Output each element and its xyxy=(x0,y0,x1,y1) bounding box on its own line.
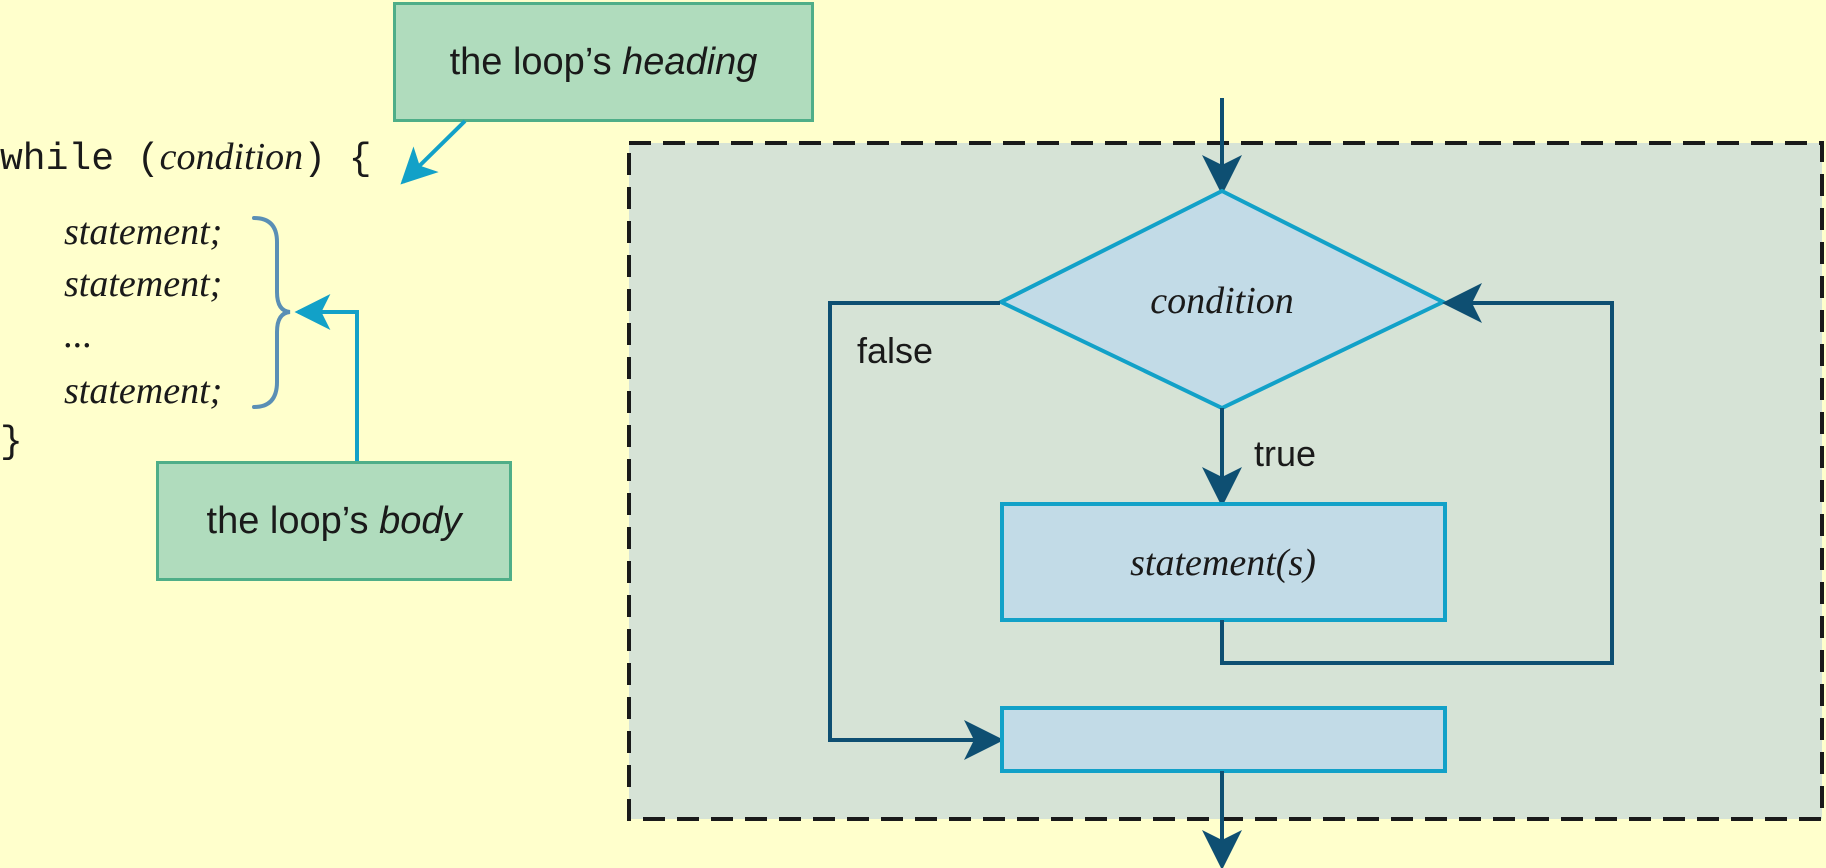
loop-back-arrow xyxy=(1220,283,1614,665)
code-statement-4: statement; xyxy=(64,370,223,412)
true-label: true xyxy=(1254,433,1316,474)
false-label: false xyxy=(857,330,933,371)
condition-label: condition xyxy=(1150,280,1294,322)
heading-callout: the loop’s heading xyxy=(393,2,814,122)
heading-callout-arrow xyxy=(400,119,467,185)
close-paren-brace: ) { xyxy=(303,138,372,181)
body-callout-prefix: the loop’s xyxy=(206,499,380,542)
code-line-while: while (condition) { xyxy=(0,138,372,179)
code-closing-brace: } xyxy=(0,421,23,464)
body-callout-emphasis: body xyxy=(379,499,462,542)
body-callout-arrow xyxy=(294,294,359,461)
heading-callout-prefix: the loop’s xyxy=(449,40,623,83)
body-callout: the loop’s body xyxy=(156,461,512,581)
body-brace xyxy=(252,216,291,409)
code-statement-1: statement; xyxy=(64,211,223,253)
heading-callout-emphasis: heading xyxy=(622,40,758,83)
code-condition: condition xyxy=(159,136,304,178)
statements-box xyxy=(1000,502,1447,622)
code-ellipsis: ... xyxy=(64,314,93,356)
statements-label: statement(s) xyxy=(1130,542,1316,584)
exit-box xyxy=(1000,706,1447,773)
code-statement-2: statement; xyxy=(64,263,223,305)
false-arrow xyxy=(828,301,1004,760)
open-paren: ( xyxy=(114,138,160,181)
while-keyword: while xyxy=(0,138,115,181)
